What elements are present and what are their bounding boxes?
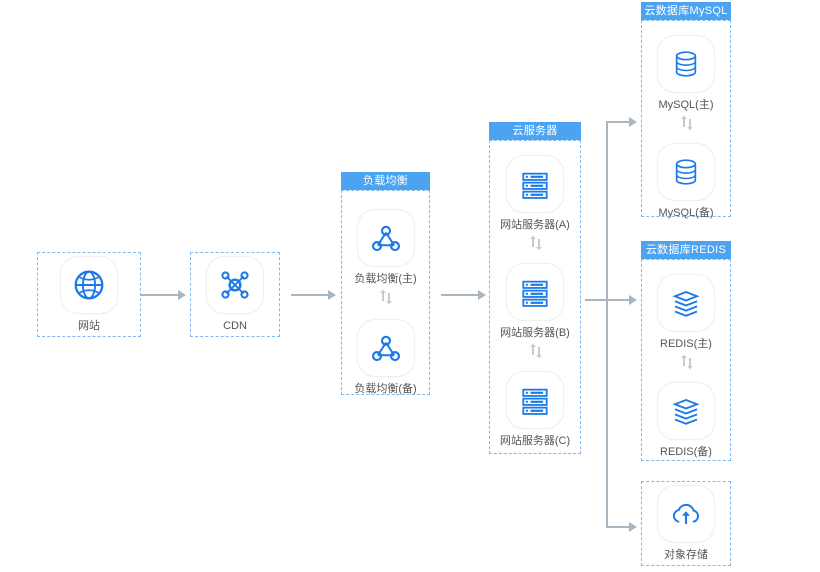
connector-trunk-to-mysql [606,121,632,123]
node-label-load-balancer-primary: 负载均衡(主) [354,273,417,285]
load-balancer-icon [356,209,415,267]
group-mysql: 云数据库MySQL MySQL(主) [641,2,731,220]
node-label-redis-standby: REDIS(备) [660,446,712,458]
node-mysql-primary[interactable]: MySQL(主) [642,35,730,112]
group-body-load-balancer: 负载均衡(主) [341,190,430,395]
server-rack-icon [506,371,564,429]
node-label-redis-primary: REDIS(主) [660,338,712,350]
connector-website-to-cdn [141,294,181,296]
group-cdn: CDN [190,252,280,337]
node-mysql-standby[interactable]: MySQL(备) [642,143,730,220]
sync-arrow-load-balancer [379,288,393,306]
node-label-load-balancer-standby: 负载均衡(备) [354,383,417,395]
node-redis-standby[interactable]: REDIS(备) [642,382,730,459]
group-body-redis: REDIS(主) REDIS(备) [641,259,731,461]
group-load-balancer: 负载均衡 负载均衡(主) [341,172,430,395]
arrowhead-trunk-to-redis [629,295,637,305]
server-rack-icon [506,155,564,213]
node-label-object-storage: 对象存储 [664,549,708,561]
sync-arrow-server-bc [529,342,543,360]
node-label-cdn: CDN [223,320,247,332]
connector-trunk-to-storage [606,526,632,528]
group-header-cloud-server: 云服务器 [489,122,581,140]
sync-arrow-server-ab [529,234,543,252]
node-web-server-a[interactable]: 网站服务器(A) [490,155,580,232]
group-body-mysql: MySQL(主) MySQL(备) [641,20,731,220]
connector-trunk-to-redis [606,299,632,301]
globe-icon [60,256,118,314]
arrowhead-cdn-to-lb [328,290,336,300]
database-cylinder-icon [657,35,715,93]
node-label-mysql-primary: MySQL(主) [658,99,714,111]
node-load-balancer-standby[interactable]: 负载均衡(备) [342,319,429,396]
group-header-mysql: 云数据库MySQL [641,2,731,20]
group-cloud-server: 云服务器 网站服务器(A) [489,122,581,454]
group-header-load-balancer: 负载均衡 [341,172,430,190]
database-cylinder-icon [657,143,715,201]
node-web-server-c[interactable]: 网站服务器(C) [490,371,580,448]
group-redis: 云数据库REDIS REDIS(主) [641,241,731,461]
group-object-storage: 对象存储 [641,481,731,566]
redis-layers-icon [657,274,715,332]
server-rack-icon [506,263,564,321]
cdn-network-icon [206,256,264,314]
cloud-upload-icon [657,485,715,543]
sync-arrow-redis [680,353,694,371]
sync-arrow-mysql [680,114,694,132]
load-balancer-icon [356,319,415,377]
group-website: 网站 [37,252,141,337]
connector-lb-to-server [441,294,481,296]
node-label-web-server-b: 网站服务器(B) [500,327,570,339]
arrowhead-lb-to-server [478,290,486,300]
arrowhead-website-to-cdn [178,290,186,300]
arrowhead-trunk-to-storage [629,522,637,532]
node-redis-primary[interactable]: REDIS(主) [642,274,730,351]
node-label-web-server-c: 网站服务器(C) [499,435,571,447]
connector-server-to-trunk [585,299,610,301]
group-body-cloud-server: 网站服务器(A) [489,140,581,454]
connector-cdn-to-lb [291,294,331,296]
arrowhead-trunk-to-mysql [629,117,637,127]
node-label-web-server-a: 网站服务器(A) [500,219,570,231]
node-label-mysql-standby: MySQL(备) [658,207,714,219]
node-web-server-b[interactable]: 网站服务器(B) [490,263,580,340]
group-header-redis: 云数据库REDIS [641,241,731,259]
connector-trunk-vertical [606,122,608,528]
node-load-balancer-primary[interactable]: 负载均衡(主) [342,209,429,286]
node-label-website: 网站 [78,320,100,332]
redis-layers-icon [657,382,715,440]
